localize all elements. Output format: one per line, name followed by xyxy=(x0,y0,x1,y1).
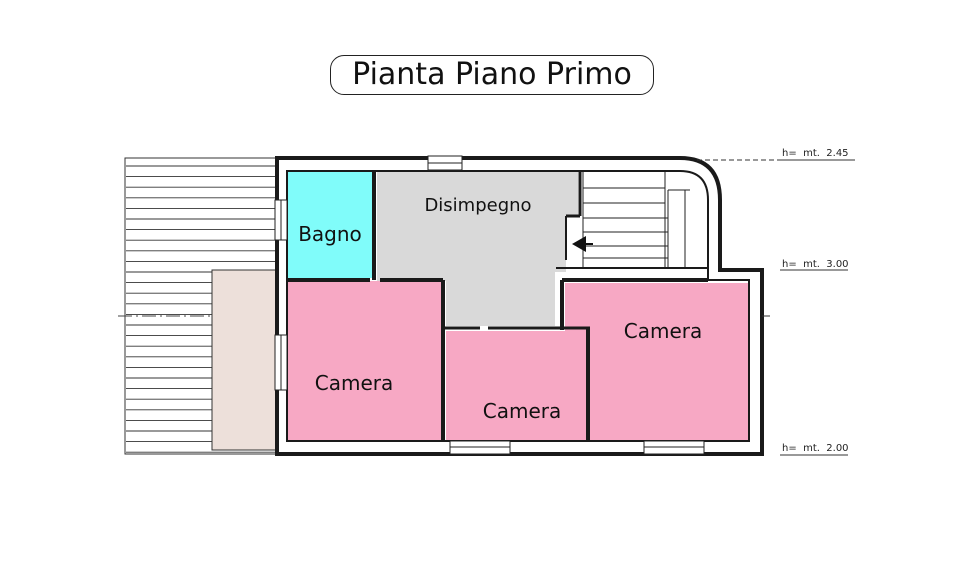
room-camera-right[interactable] xyxy=(565,283,749,441)
label-bagno: Bagno xyxy=(298,222,362,246)
level-markers: h= mt. 2.45 h= mt. 3.00 h= mt. 2.00 xyxy=(697,148,855,456)
terrace-area xyxy=(211,269,277,451)
room-bagno[interactable] xyxy=(287,171,373,278)
room-camera-left[interactable] xyxy=(287,281,443,441)
level-label-middle: h= mt. 3.00 xyxy=(782,259,849,270)
room-disimpegno[interactable] xyxy=(377,171,578,326)
label-camera-right: Camera xyxy=(624,319,703,343)
staircase xyxy=(582,170,709,269)
stairs-arrow-icon xyxy=(572,236,586,252)
room-camera-center[interactable] xyxy=(446,331,587,441)
label-disimpegno: Disimpegno xyxy=(424,195,531,216)
label-camera-center: Camera xyxy=(483,399,562,423)
title-box: Pianta Piano Primo xyxy=(330,55,654,95)
windows xyxy=(274,155,705,455)
walls xyxy=(275,156,764,456)
label-camera-left: Camera xyxy=(315,371,394,395)
plan-title: Pianta Piano Primo xyxy=(352,57,632,92)
level-label-bottom: h= mt. 2.00 xyxy=(782,443,849,454)
level-label-top: h= mt. 2.45 xyxy=(782,148,849,159)
